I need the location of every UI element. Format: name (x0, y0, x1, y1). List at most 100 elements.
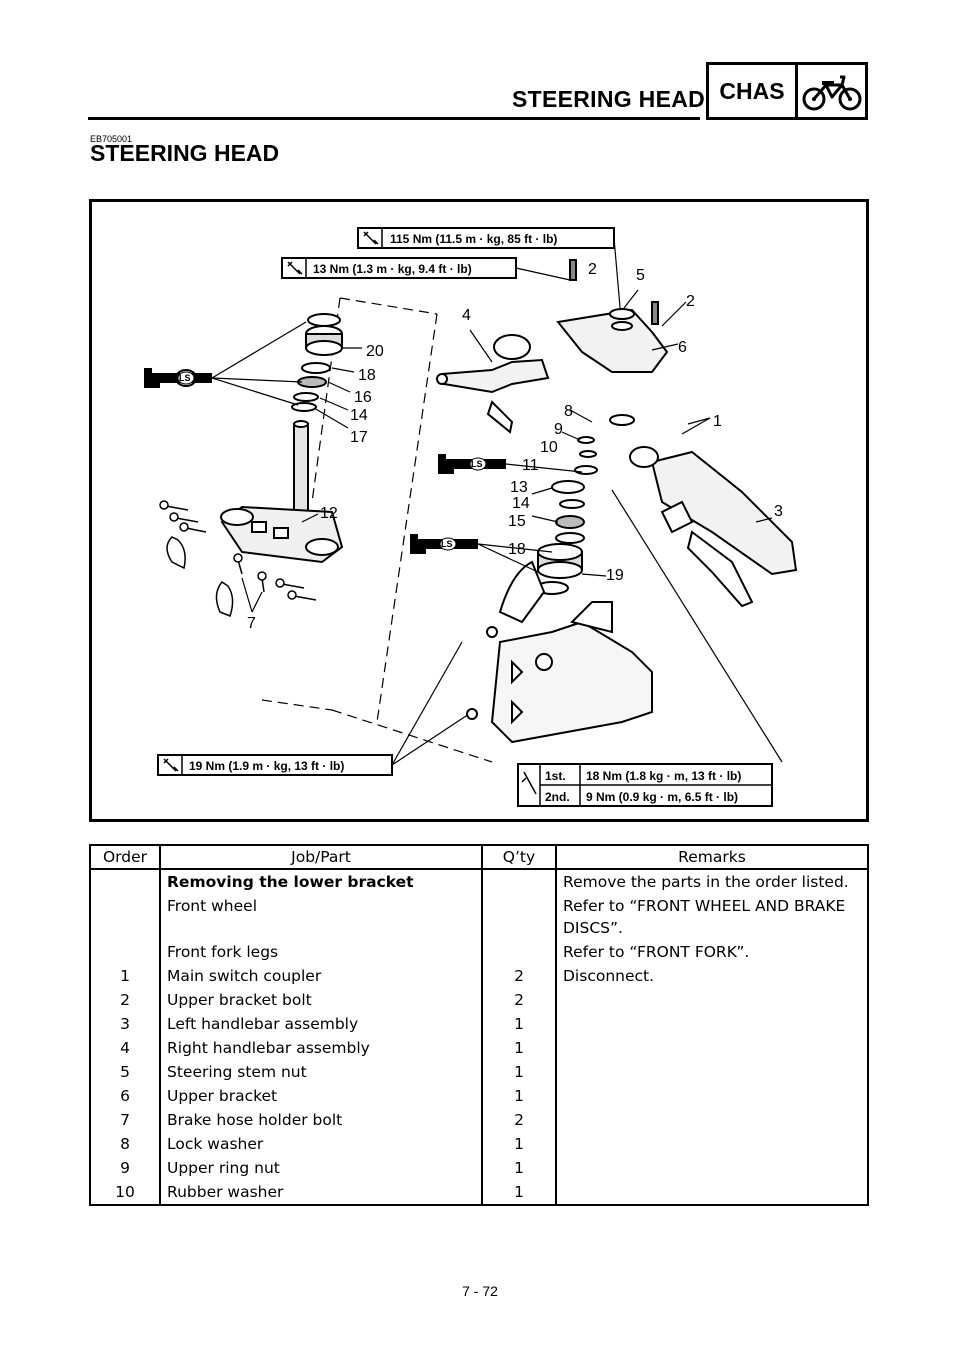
table-row: 9 Upper ring nut 1 (89, 1156, 869, 1180)
table-row: 8 Lock washer 1 (89, 1132, 869, 1156)
callout-17: 17 (350, 429, 368, 446)
torque-box-lower: 19 Nm (1.9 m · kg, 13 ft · lb) (157, 754, 393, 776)
callout-20: 20 (366, 343, 384, 360)
torque-upper-bolt-text: 13 Nm (1.3 m · kg, 9.4 ft · lb) (313, 262, 472, 276)
torque-steps-table: 1st. 18 Nm (1.8 kg · m, 13 ft · lb) 2nd.… (517, 763, 773, 807)
table-row: Front wheel Refer to “FRONT WHEEL AND BR… (89, 894, 869, 940)
grease-marker-1: LS (144, 368, 212, 388)
cell-job: Right handlebar assembly (159, 1036, 483, 1060)
cell-remarks: Remove the parts in the order listed. (555, 869, 869, 894)
grease-marker-3-text: LS (441, 539, 453, 549)
cell-job: Upper bracket (159, 1084, 483, 1108)
table-row: 5 Steering stem nut 1 (89, 1060, 869, 1084)
cell-qty: 1 (481, 1060, 557, 1084)
cell-qty (481, 869, 557, 894)
torque-lower-text: 19 Nm (1.9 m · kg, 13 ft · lb) (189, 759, 344, 773)
table-row: 10 Rubber washer 1 (89, 1180, 869, 1206)
cell-remarks: Disconnect. (555, 964, 869, 988)
frame-head (466, 560, 653, 744)
torque-leaders (391, 237, 783, 766)
callout-7: 7 (247, 615, 256, 632)
cell-qty: 1 (481, 1036, 557, 1060)
cell-remarks: Refer to “FRONT WHEEL AND BRAKE DISCS”. (555, 894, 869, 940)
callout-18: 18 (358, 367, 376, 384)
cell-remarks (555, 1156, 869, 1180)
callout-numbers: 1 2 2 3 4 5 6 7 8 9 10 11 12 13 14 14 15… (247, 261, 783, 632)
cell-qty: 1 (481, 1084, 557, 1108)
cell-order: 4 (89, 1036, 161, 1060)
callout-1: 1 (713, 413, 722, 430)
col-order: Order (89, 844, 161, 870)
left-handlebar-assembly (629, 446, 798, 608)
table-row: 4 Right handlebar assembly 1 (89, 1036, 869, 1060)
table-row: 1 Main switch coupler 2 Disconnect. (89, 964, 869, 988)
exploded-diagram-drawing: 115 Nm (11.5 m · kg, 85 ft · lb) 13 Nm (… (144, 227, 798, 807)
torque-box-upper-bolt: 13 Nm (1.3 m · kg, 9.4 ft · lb) (281, 257, 517, 279)
cell-remarks (555, 1180, 869, 1206)
cell-qty: 1 (481, 1012, 557, 1036)
cell-job: Lock washer (159, 1132, 483, 1156)
cell-job: Rubber washer (159, 1180, 483, 1206)
callout-12: 12 (320, 505, 338, 522)
table-row: 6 Upper bracket 1 (89, 1084, 869, 1108)
exploded-diagram: 115 Nm (11.5 m · kg, 85 ft · lb) 13 Nm (… (89, 199, 869, 822)
callout-2b: 2 (686, 293, 695, 310)
cell-order: 5 (89, 1060, 161, 1084)
grease-marker-2: LS (438, 454, 506, 474)
callout-16: 16 (354, 389, 372, 406)
bearing-stack-left (291, 313, 343, 412)
cell-order (89, 894, 161, 940)
torque-box-upper-nut: 115 Nm (11.5 m · kg, 85 ft · lb) (357, 227, 615, 249)
lower-bracket-bolts (159, 500, 317, 617)
header-title: STEERING HEAD (512, 86, 706, 112)
cell-order (89, 940, 161, 964)
table-row: 3 Left handlebar assembly 1 (89, 1012, 869, 1036)
grease-marker-2-text: LS (471, 459, 483, 469)
cell-job: Left handlebar assembly (159, 1012, 483, 1036)
cell-job: Front wheel (159, 894, 483, 940)
callout-13: 13 (510, 479, 528, 496)
torque-step-2-label: 2nd. (545, 790, 570, 804)
page-number: 7 - 72 (462, 1283, 498, 1299)
table-row: Removing the lower bracket Remove the pa… (89, 869, 869, 894)
callout-19: 19 (606, 567, 624, 584)
document-code: EB705001 (90, 134, 133, 144)
cell-qty: 2 (481, 1108, 557, 1132)
cell-remarks (555, 988, 869, 1012)
callout-9: 9 (554, 421, 563, 438)
col-remarks: Remarks (555, 844, 869, 870)
cell-remarks (555, 1132, 869, 1156)
callout-5: 5 (636, 267, 645, 284)
cell-job: Main switch coupler (159, 964, 483, 988)
callout-11: 11 (522, 457, 539, 474)
cell-order: 9 (89, 1156, 161, 1180)
cell-job: Brake hose holder bolt (159, 1108, 483, 1132)
cell-qty: 1 (481, 1180, 557, 1206)
cell-order: 1 (89, 964, 161, 988)
cell-qty: 2 (481, 988, 557, 1012)
col-qty: Q’ty (481, 844, 557, 870)
parts-table: Order Job/Part Q’ty Remarks Removing the… (89, 844, 869, 1206)
callout-3: 3 (774, 503, 783, 520)
table-row: Front fork legs Refer to “FRONT FORK”. (89, 940, 869, 964)
torque-step-1-label: 1st. (545, 769, 566, 783)
cell-order: 8 (89, 1132, 161, 1156)
torque-step-1-value: 18 Nm (1.8 kg · m, 13 ft · lb) (586, 769, 741, 783)
header-rule (88, 117, 700, 120)
motorcycle-icon (798, 65, 865, 117)
callout-6: 6 (678, 339, 687, 356)
cell-remarks: Refer to “FRONT FORK”. (555, 940, 869, 964)
cell-order: 6 (89, 1084, 161, 1108)
cell-remarks (555, 1012, 869, 1036)
grease-marker-3: LS (410, 534, 478, 554)
cell-order: 3 (89, 1012, 161, 1036)
callout-18b: 18 (508, 541, 526, 558)
cell-job: Upper bracket bolt (159, 988, 483, 1012)
callout-14: 14 (350, 407, 368, 424)
callout-15: 15 (508, 513, 526, 530)
chapter-badge-label: CHAS (709, 65, 798, 117)
cell-remarks (555, 1084, 869, 1108)
cell-order: 10 (89, 1180, 161, 1206)
cell-remarks (555, 1108, 869, 1132)
cell-job: Removing the lower bracket (159, 869, 483, 894)
